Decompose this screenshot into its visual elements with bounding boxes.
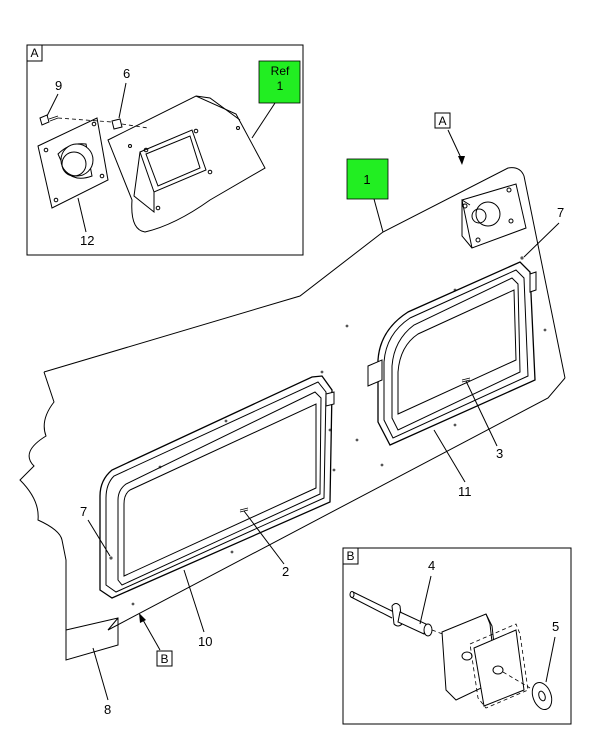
view-b-pointer-label: B (160, 652, 168, 666)
ref-callout-line2: 1 (277, 79, 284, 93)
ref-callout-box (258, 60, 301, 104)
view-a-pointer-box (434, 112, 451, 129)
callout-7-right: 7 (557, 205, 564, 220)
callout-3: 3 (496, 446, 503, 461)
detail-b-tag: B (346, 549, 354, 563)
callout-10: 10 (198, 634, 212, 649)
callout-8: 8 (104, 702, 111, 717)
callout-4: 4 (428, 558, 435, 573)
callout-12: 12 (80, 233, 94, 248)
left-window (99, 375, 335, 599)
main-panel (19, 167, 566, 661)
callout-9: 9 (55, 78, 62, 93)
callout-1-label: 1 (363, 172, 370, 187)
detail-a: A 9 6 12 (26, 44, 304, 256)
detail-b: B 4 5 (342, 547, 572, 725)
callout-6: 6 (123, 66, 130, 81)
right-window (367, 261, 537, 446)
ref-callout-line1: Ref (271, 64, 290, 78)
panel-fasteners (109, 256, 547, 606)
callout-11: 11 (458, 484, 472, 499)
detail-a-tag: A (30, 46, 38, 60)
callout-2: 2 (282, 564, 289, 579)
callout-7-left: 7 (80, 504, 87, 519)
callout-5: 5 (552, 619, 559, 634)
view-b-pointer-box (156, 650, 173, 667)
view-a-pointer-label: A (438, 114, 446, 128)
callout-1-box (346, 158, 389, 200)
